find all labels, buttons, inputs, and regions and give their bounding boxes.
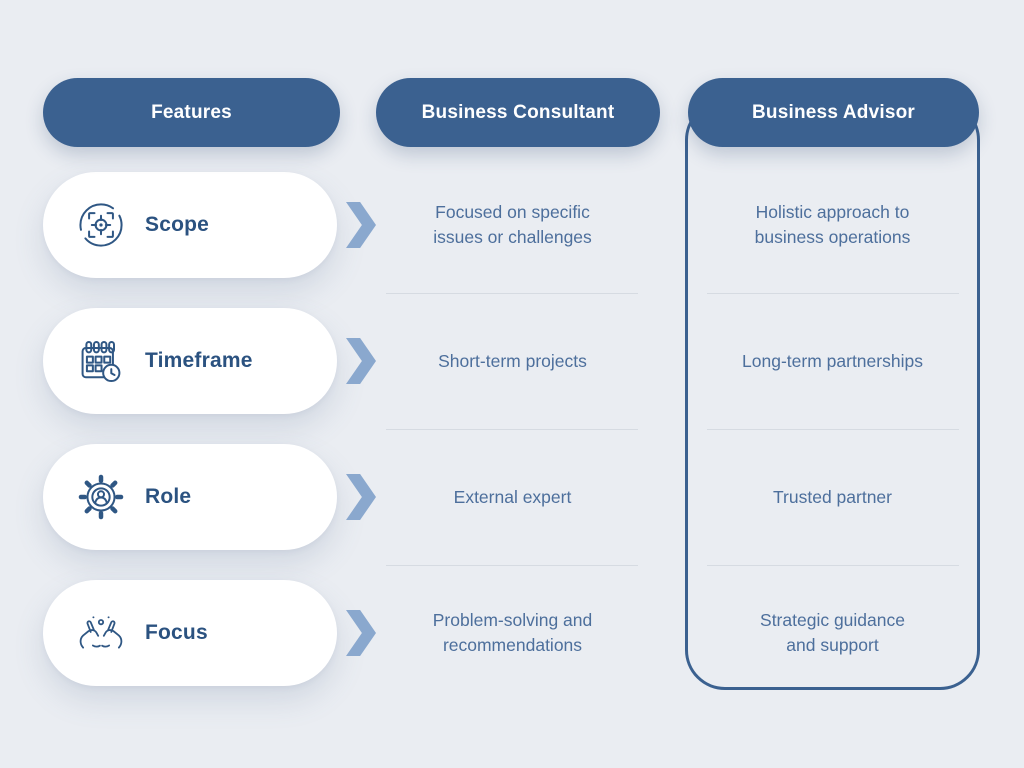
feature-row-timeframe: Timeframe xyxy=(43,308,337,414)
row-divider xyxy=(707,429,959,430)
header-business-advisor: Business Advisor xyxy=(688,78,979,147)
cell-advisor-role: Trusted partner xyxy=(773,486,892,507)
feature-label-scope: Scope xyxy=(145,213,210,236)
chevron-right-icon xyxy=(346,202,376,248)
chevron-right-icon xyxy=(346,474,376,520)
header-business-consultant-label: Business Consultant xyxy=(421,101,615,123)
cell-advisor-focus: Strategic guidance and support xyxy=(760,610,905,655)
header-business-advisor-label: Business Advisor xyxy=(752,101,915,123)
feature-label-role: Role xyxy=(145,485,192,508)
feature-row-scope: Scope xyxy=(43,172,337,278)
cell-consultant-focus: Problem-solving and recommendations xyxy=(432,610,593,655)
hands-framing-icon xyxy=(75,607,127,659)
row-divider xyxy=(707,293,959,294)
row-divider xyxy=(386,565,638,566)
feature-label-timeframe: Timeframe xyxy=(145,349,253,372)
feature-row-focus: Focus xyxy=(43,580,337,686)
cell-consultant-role: External expert xyxy=(453,486,572,507)
row-divider xyxy=(386,429,638,430)
gear-person-icon xyxy=(75,471,127,523)
row-divider xyxy=(386,293,638,294)
cell-advisor-timeframe: Long-term partnerships xyxy=(742,350,923,371)
calendar-clock-icon xyxy=(75,335,127,387)
cell-advisor-scope: Holistic approach to business operations xyxy=(754,202,911,247)
target-scope-icon xyxy=(75,199,127,251)
feature-row-role: Role xyxy=(43,444,337,550)
chevron-right-icon xyxy=(346,610,376,656)
header-business-consultant: Business Consultant xyxy=(376,78,660,147)
feature-label-focus: Focus xyxy=(145,621,208,644)
cell-consultant-timeframe: Short-term projects xyxy=(438,350,587,371)
header-features-label: Features xyxy=(151,101,232,123)
row-divider xyxy=(707,565,959,566)
header-features: Features xyxy=(43,78,340,147)
cell-consultant-scope: Focused on specific issues or challenges xyxy=(433,202,592,247)
chevron-right-icon xyxy=(346,338,376,384)
